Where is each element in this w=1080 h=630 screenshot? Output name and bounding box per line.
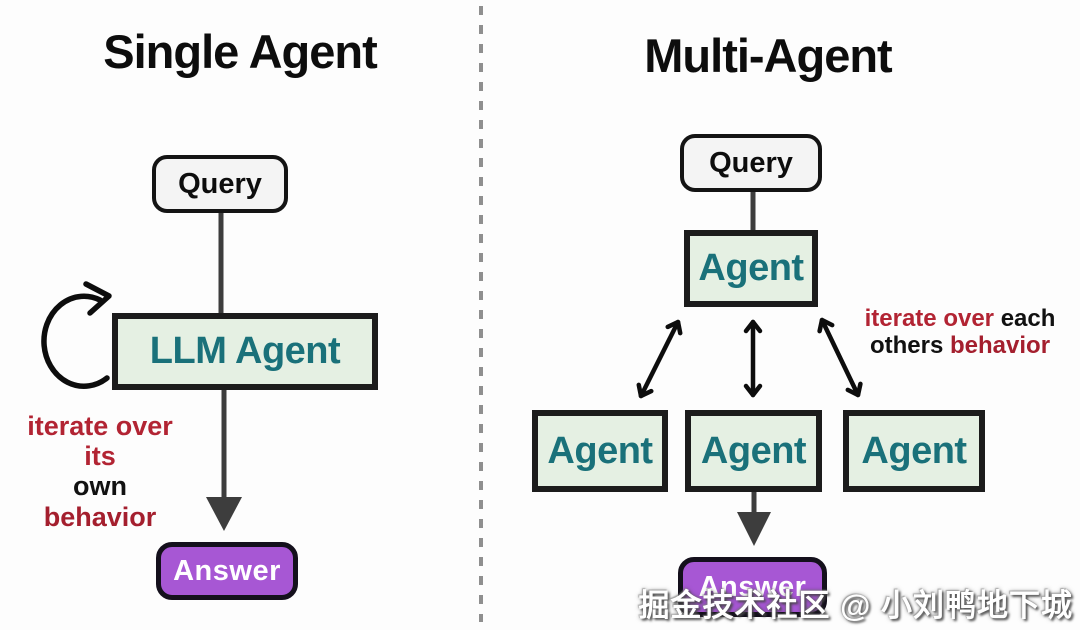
left-answer-box: Answer xyxy=(156,542,298,600)
worker-agent-box-3: Agent xyxy=(843,410,985,492)
multi-agent-title: Multi-Agent xyxy=(644,29,892,82)
left-caption-black-text: own xyxy=(73,471,127,502)
worker-agent-label-2: Agent xyxy=(700,429,807,472)
llm-agent-label: LLM Agent xyxy=(149,330,341,372)
left-caption-red-text: iterate over its xyxy=(27,411,173,472)
left-caption: iterate over its own behavior xyxy=(14,411,186,532)
double-arrow-left-icon xyxy=(636,319,683,399)
single-agent-title: Single Agent xyxy=(103,25,378,78)
left-caption-behavior-text: behavior xyxy=(43,501,157,532)
worker-agent-label-3: Agent xyxy=(861,429,967,472)
coordinator-agent-label: Agent xyxy=(698,247,804,289)
left-answer-label: Answer xyxy=(173,554,281,587)
right-caption: iterate over each others behavior xyxy=(862,305,1058,360)
worker-agent-box-1: Agent xyxy=(532,410,668,492)
right-answer-box: Answer xyxy=(678,557,827,617)
right-query-label: Query xyxy=(709,146,793,179)
watermark-text: 掘金技术社区 @ 小刘鸭地下城 xyxy=(638,588,1073,623)
right-query-box: Query xyxy=(680,134,822,192)
right-caption-behavior-text: behavior xyxy=(950,331,1051,359)
coordinator-agent-box: Agent xyxy=(684,230,818,307)
llm-agent-box: LLM Agent xyxy=(112,313,378,390)
worker-agent-box-2: Agent xyxy=(685,410,822,492)
right-caption-others-text: others xyxy=(869,331,944,359)
double-arrow-right-icon xyxy=(817,317,863,398)
left-query-label: Query xyxy=(178,167,262,200)
right-caption-each-text: each xyxy=(1000,305,1056,332)
loop-arrowhead-icon xyxy=(83,281,112,316)
worker-agent-label-1: Agent xyxy=(547,429,653,472)
right-down-arrowhead-icon xyxy=(737,512,771,546)
left-query-box: Query xyxy=(152,155,288,213)
loop-arrow-icon xyxy=(41,293,110,389)
right-answer-label: Answer xyxy=(698,570,807,603)
left-down-arrowhead-icon xyxy=(206,497,242,531)
right-caption-red-text: iterate over xyxy=(864,305,995,332)
